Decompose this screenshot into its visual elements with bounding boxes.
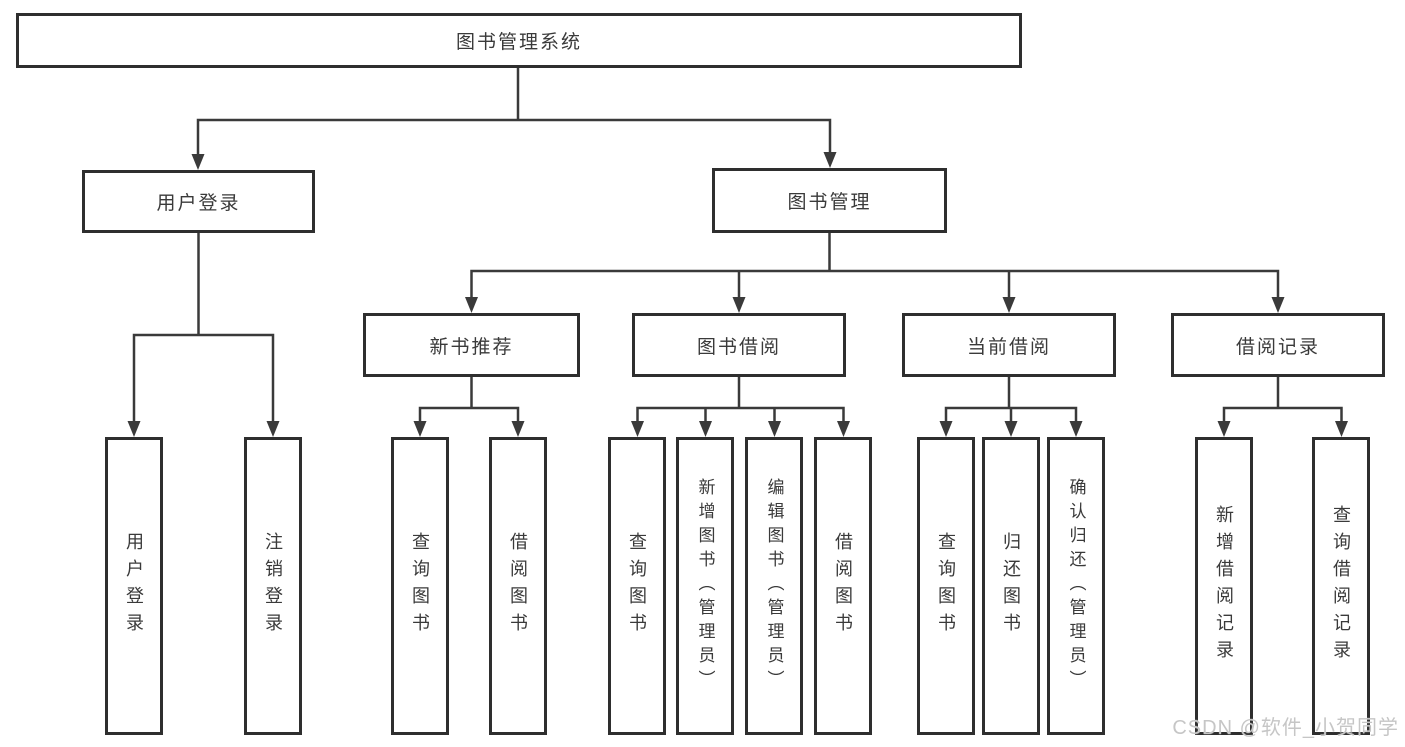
leaf-logout: 注销登录 [244, 437, 302, 735]
leaf-query-borrow-record: 查询借阅记录 [1312, 437, 1370, 735]
arrow-down-icon [266, 421, 280, 437]
arrow-down-icon [732, 297, 746, 313]
leaf-query-books-1: 查询图书 [391, 437, 449, 735]
leaf-user-login: 用户登录 [105, 437, 163, 735]
node-root-library-system: 图书管理系统 [16, 13, 1022, 68]
arrow-down-icon [699, 421, 712, 437]
arrow-down-icon [127, 421, 141, 437]
node-label: 借阅图书 [508, 532, 528, 640]
arrow-down-icon [768, 421, 781, 437]
arrow-down-icons [127, 152, 1348, 437]
node-label: 查询借阅记录 [1331, 505, 1351, 667]
node-label: 图书管理系统 [455, 32, 582, 53]
arrow-down-icon [1271, 297, 1285, 313]
node-borrow-records: 借阅记录 [1171, 313, 1385, 377]
node-user-login: 用户登录 [82, 170, 315, 233]
node-new-book-recommend: 新书推荐 [363, 313, 580, 377]
node-label: 归还图书 [1001, 532, 1021, 640]
arrow-down-icon [939, 421, 953, 437]
arrow-down-icon [1335, 421, 1348, 437]
node-label: 用户登录 [124, 532, 144, 640]
leaf-add-borrow-record: 新增借阅记录 [1195, 437, 1253, 735]
arrow-down-icon [465, 297, 478, 313]
node-label: 借阅图书 [833, 532, 853, 640]
leaf-confirm-return-admin: 确认归还（管理员） [1047, 437, 1105, 735]
arrow-down-icon [1004, 421, 1018, 437]
connector-path [132, 68, 1343, 425]
node-label: 新增图书（管理员） [695, 478, 715, 694]
leaf-add-book-admin: 新增图书（管理员） [676, 437, 734, 735]
node-label: 新增借阅记录 [1214, 505, 1234, 667]
leaf-edit-book-admin: 编辑图书（管理员） [745, 437, 803, 735]
leaf-borrow-books-1: 借阅图书 [489, 437, 547, 735]
node-label: 新书推荐 [429, 336, 514, 358]
node-label: 查询图书 [936, 532, 956, 640]
node-label: 图书借阅 [696, 336, 781, 358]
node-book-borrow: 图书借阅 [632, 313, 846, 377]
arrow-down-icon [823, 152, 837, 168]
csdn-watermark: CSDN @软件_小贺同学 [1172, 717, 1399, 739]
arrow-down-icon [413, 421, 427, 437]
node-label: 用户登录 [156, 193, 241, 214]
node-label: 查询图书 [627, 532, 647, 640]
arrow-down-icon [191, 154, 205, 170]
arrow-down-icon [511, 421, 525, 437]
leaf-borrow-books-2: 借阅图书 [814, 437, 872, 735]
node-label: 查询图书 [410, 532, 430, 640]
leaf-query-books-2: 查询图书 [608, 437, 666, 735]
node-label: 注销登录 [263, 532, 283, 640]
node-label: 图书管理 [787, 192, 872, 213]
node-label: 确认归还（管理员） [1066, 478, 1086, 694]
node-label: 借阅记录 [1235, 336, 1320, 358]
node-book-management: 图书管理 [712, 168, 947, 233]
node-label: 编辑图书（管理员） [764, 478, 784, 694]
arrow-down-icon [1069, 421, 1083, 437]
arrow-down-icon [1217, 421, 1231, 437]
node-current-borrow: 当前借阅 [902, 313, 1116, 377]
leaf-query-books-3: 查询图书 [917, 437, 975, 735]
leaf-return-books: 归还图书 [982, 437, 1040, 735]
arrow-down-icon [631, 421, 644, 437]
node-label: 当前借阅 [966, 336, 1051, 358]
arrow-down-icon [837, 421, 850, 437]
arrow-down-icon [1002, 297, 1016, 313]
